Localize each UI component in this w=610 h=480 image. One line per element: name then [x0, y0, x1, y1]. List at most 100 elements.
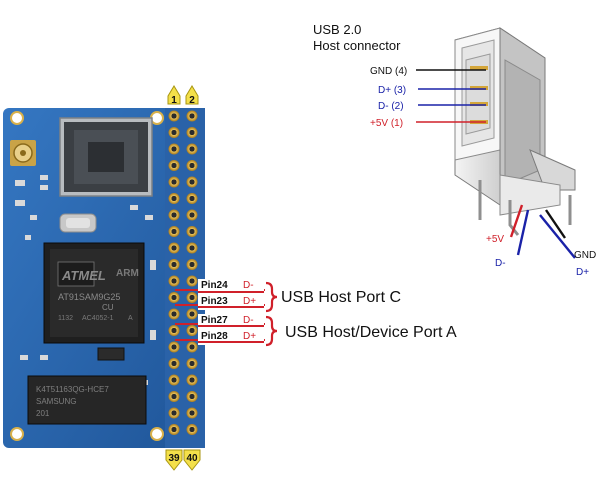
mounting-hole: [150, 427, 164, 441]
mounting-hole: [10, 111, 24, 125]
pin-marker-1: 1: [167, 85, 181, 106]
header-pin-pad: [168, 308, 180, 320]
header-pin-pad: [168, 193, 180, 204]
header-pin-pad: [186, 226, 198, 237]
header-pin-pad: [168, 242, 180, 254]
leg-wire-5v: [509, 204, 524, 238]
header-pin-pad: [168, 110, 180, 122]
pin-number-markers: 1 2 39 40: [165, 85, 201, 471]
header-pin-pad: [168, 143, 180, 155]
pin-label-box-c: [198, 279, 264, 310]
cpu-chip: ATMEL ARM AT91SAM9G25 CU 1132 AC4052-1 A: [43, 242, 145, 344]
header-pin-pad: [168, 407, 180, 419]
leg-wire-gnd: [545, 209, 566, 239]
header-pin-pad: [168, 391, 180, 402]
header-pin-pad: [168, 325, 180, 336]
leg-wire-dminus: [516, 209, 530, 256]
header-pin-pad: [168, 341, 180, 353]
header-pin-pad: [186, 341, 198, 353]
pin-label-24: Pin24: [201, 280, 228, 291]
ram-code: 201: [36, 409, 50, 418]
leg-label-dminus: D-: [495, 258, 506, 269]
pin-marker-2: 2: [185, 85, 199, 106]
header-pin-pad: [186, 176, 198, 188]
header-pins: [168, 110, 198, 435]
connector-pin-5v: +5V (1): [370, 118, 403, 129]
header-pin-pad: [186, 358, 198, 369]
pin-label-box-a: [198, 314, 264, 345]
connector-pin-dminus: D- (2): [378, 101, 404, 112]
pin-marker-40-label: 40: [186, 453, 198, 464]
header-pin-pad: [186, 160, 198, 171]
ram-part-number: K4T51163QG-HCE7: [36, 385, 109, 394]
header-pin-pad: [186, 193, 198, 204]
connector-pin-gnd: GND (4): [370, 66, 407, 77]
header-pin-pad: [168, 358, 180, 369]
small-ic: [97, 347, 125, 361]
chip-suffix: CU: [102, 303, 114, 312]
crystal-oscillator: [59, 213, 97, 233]
header-pin-pad: [186, 325, 198, 336]
pin-marker-39: 39: [165, 449, 183, 471]
chip-code-3: A: [128, 315, 133, 322]
header-pin-pad: [168, 127, 180, 138]
header-pin-pad: [186, 127, 198, 138]
pin-label-28: Pin28: [201, 331, 228, 342]
chip-brand: ATMEL: [61, 268, 106, 283]
brace-port-a: [265, 315, 278, 347]
pin-label-27: Pin27: [201, 315, 228, 326]
antenna-connector: [10, 140, 36, 166]
connector-title-line2: Host connector: [313, 38, 401, 53]
header-pin-pad: [168, 292, 180, 303]
header-pin-pad: [186, 374, 198, 386]
header-pin-pad: [186, 242, 198, 254]
header-pin-pad: [186, 209, 198, 221]
pin-signal-27: D-: [243, 315, 254, 326]
usb-connector-housing: [454, 27, 576, 236]
leg-wire-dplus: [539, 214, 576, 259]
header-pin-pad: [186, 407, 198, 419]
brace-port-c: [265, 281, 278, 313]
connector-leg-labels: +5V D- GND D+: [486, 234, 596, 278]
header-pin-pad: [168, 374, 180, 386]
connector-pin-callouts: GND (4) D+ (3) D- (2) +5V (1): [370, 66, 486, 129]
header-pin-pad: [186, 275, 198, 287]
board-usb-wires-over: [198, 291, 264, 343]
pin-labels: Pin24 D- Pin23 D+ Pin27 D- Pin28 D+: [201, 280, 256, 342]
connector-pin-dplus: D+ (3): [378, 85, 406, 96]
chip-code-1: 1132: [58, 315, 73, 322]
pin-marker-2-label: 2: [189, 95, 195, 106]
pin-signal-24: D-: [243, 280, 254, 291]
chip-arm-label: ARM: [116, 268, 139, 279]
leg-label-5v: +5V: [486, 234, 504, 245]
pin-marker-39-label: 39: [168, 453, 180, 464]
header-pin-pad: [168, 226, 180, 237]
port-c-label: USB Host Port C: [281, 289, 401, 306]
leg-label-gnd: GND: [574, 250, 596, 261]
chip-code-2: AC4052-1: [82, 315, 114, 322]
port-a-label: USB Host/Device Port A: [285, 324, 457, 341]
header-pin-pad: [186, 424, 198, 435]
header-pin-pad: [168, 160, 180, 171]
connector-title-line1: USB 2.0: [313, 22, 361, 37]
header-pin-pad: [168, 275, 180, 287]
ram-chip: K4T51163QG-HCE7 SAMSUNG 201: [27, 375, 147, 425]
pin-label-23: Pin23: [201, 296, 228, 307]
mounting-hole: [10, 427, 24, 441]
pin-marker-1-label: 1: [171, 95, 177, 106]
header-pin-pad: [186, 110, 198, 122]
header-pin-pad: [186, 391, 198, 402]
pin-marker-40: 40: [183, 449, 201, 471]
header-pin-pad: [168, 209, 180, 221]
header-pin-pad: [168, 176, 180, 188]
header-pin-pad: [186, 143, 198, 155]
header-pin-pad: [186, 292, 198, 303]
connector-leg-wires: [509, 204, 576, 259]
chip-part-number: AT91SAM9G25: [58, 292, 120, 302]
header-pin-pad: [186, 259, 198, 270]
pcb-board: ATMEL ARM AT91SAM9G25 CU 1132 AC4052-1 A…: [3, 108, 205, 448]
wifi-module: [59, 117, 153, 197]
pin-signal-28: D+: [243, 331, 256, 342]
